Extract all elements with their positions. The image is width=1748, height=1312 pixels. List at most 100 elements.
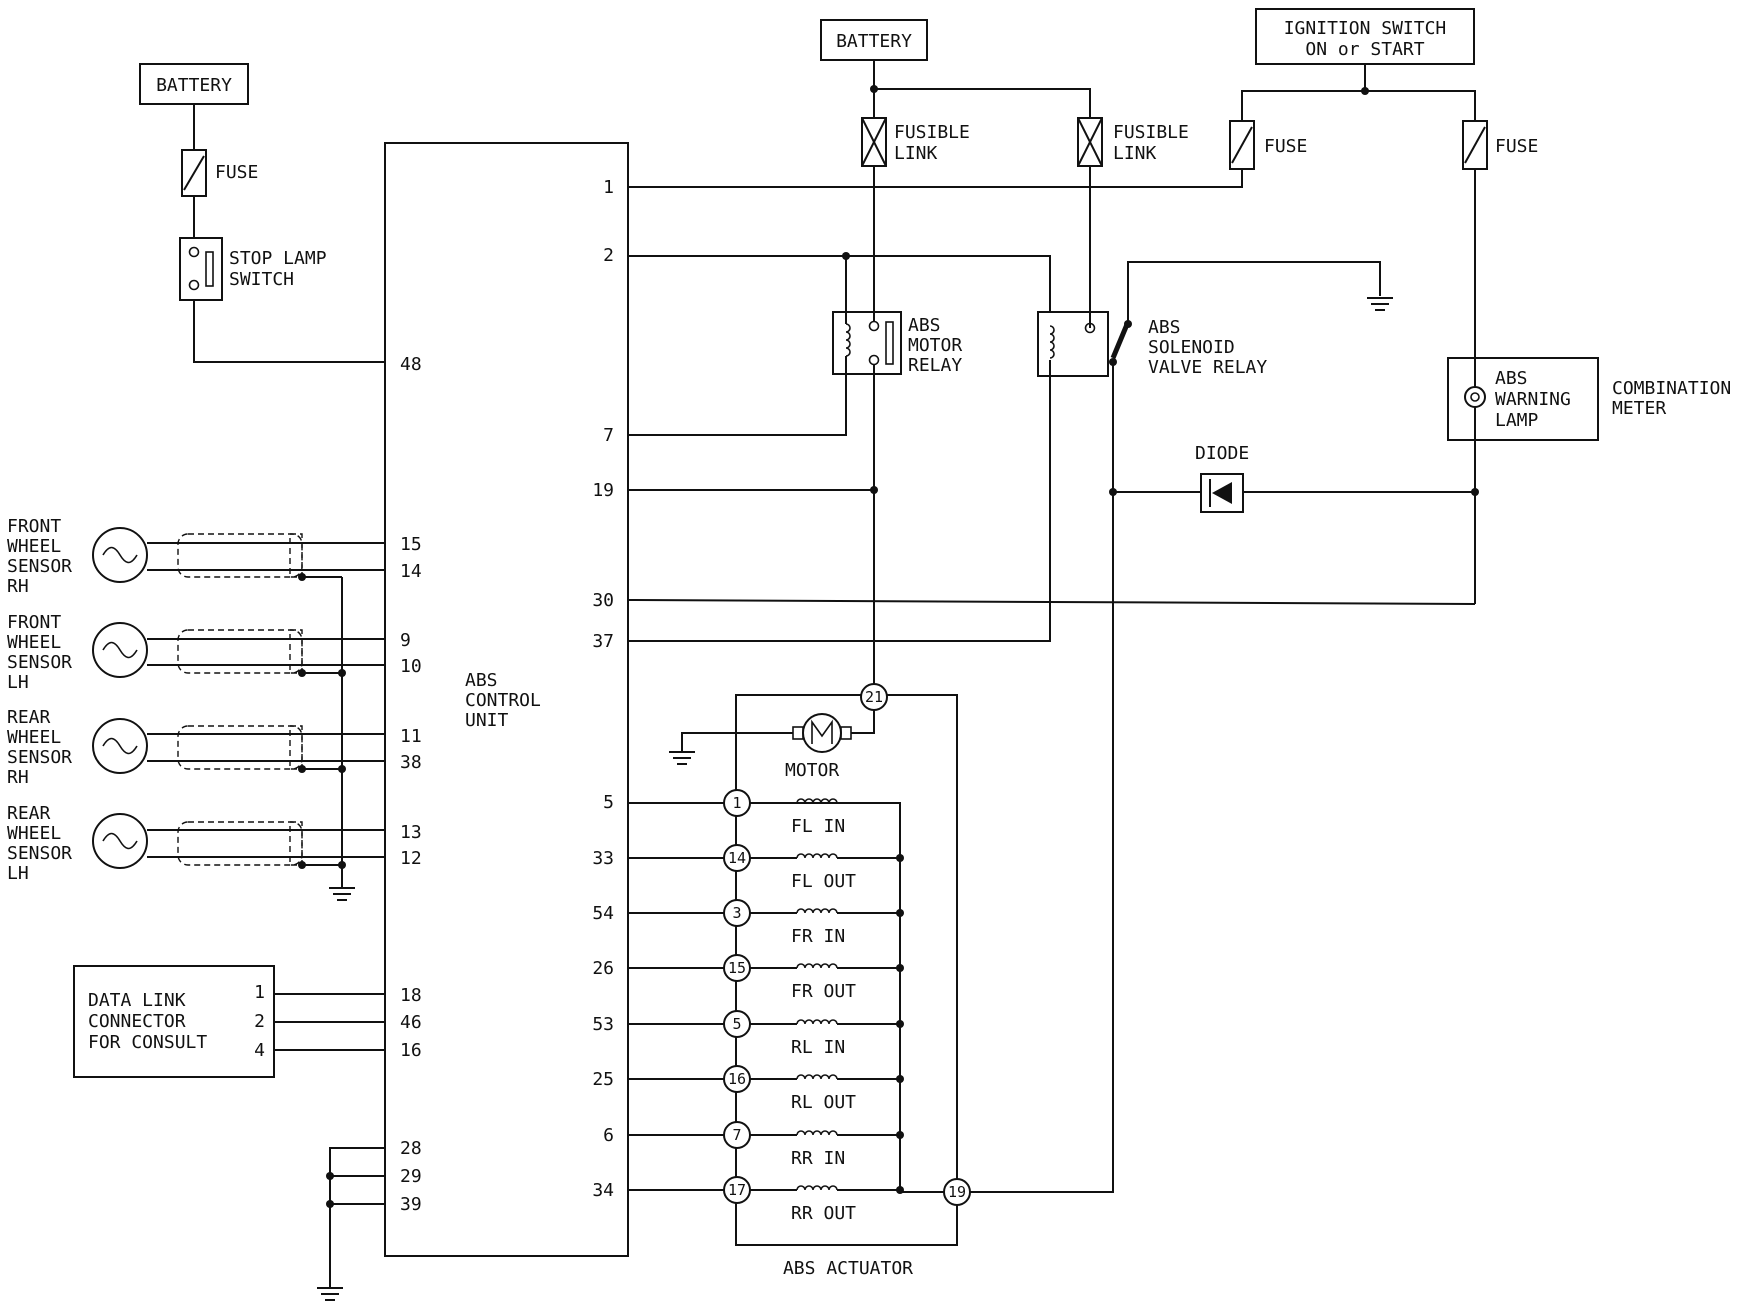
data-link-label-3: FOR CONSULT [88,1032,207,1053]
shield-ground [302,576,355,901]
warning-lamp-label-2: WARNING [1495,389,1571,410]
sensor-rear-lh-label-4: LH [7,863,29,884]
stop-lamp-switch: STOP LAMP SWITCH [179,237,327,301]
solenoid-rr-out-label: RR OUT [791,1203,856,1224]
ignition-label-2: ON or START [1305,39,1424,60]
data-link-pin-4: 4 [254,1040,265,1061]
pin-53: 53 [592,1014,614,1035]
connector-19-label: 19 [948,1183,966,1201]
fusible-link-2-label-1: FUSIBLE [1113,122,1189,143]
connector-19: 19 [943,1178,971,1206]
combination-meter-label-2: METER [1612,398,1666,419]
sensor-rear-lh: REAR WHEEL SENSOR LH [7,803,385,884]
connector-16-label: 16 [728,1070,746,1088]
solenoid-fl-out: 14 FL OUT [628,844,904,892]
sensor-rear-rh: REAR WHEEL SENSOR RH [7,707,385,788]
pin-33: 33 [592,848,614,869]
fusible-link-1: FUSIBLE LINK [861,117,970,167]
data-link-connector: DATA LINK CONNECTOR FOR CONSULT 1 2 4 [73,965,275,1078]
solenoid-fl-in-label: FL IN [791,816,845,837]
pin-48: 48 [400,354,422,375]
combination-meter-label-1: COMBINATION [1612,378,1731,399]
stop-lamp-label-2: SWITCH [229,269,294,290]
data-link-label-2: CONNECTOR [88,1011,186,1032]
connector-15-label: 15 [728,959,746,977]
connector-3-label: 3 [732,904,741,922]
sensor-rear-lh-label-1: REAR [7,803,51,824]
diode-label: DIODE [1195,443,1249,464]
pin-30: 30 [592,590,614,611]
sensor-front-lh-label-4: LH [7,672,29,693]
pin-25: 25 [592,1069,614,1090]
abs-control-unit: ABS CONTROL UNIT [384,142,629,1257]
connector-1-label: 1 [732,794,741,812]
fuse-left: FUSE [181,149,258,197]
fusible-link-2-label-2: LINK [1113,143,1157,164]
warning-lamp-label-1: ABS [1495,368,1528,389]
fuse-ignition-2: FUSE [1462,120,1538,170]
ground-motor [669,751,695,765]
pin-6: 6 [603,1125,614,1146]
control-unit-ground [317,1147,385,1301]
pin-26: 26 [592,958,614,979]
sensor-rear-rh-label-2: WHEEL [7,727,61,748]
data-link-pin-2: 2 [254,1011,265,1032]
pin-11: 11 [400,726,422,747]
abs-motor-relay-label-2: MOTOR [908,335,962,356]
pin-19: 19 [592,480,614,501]
pin-14: 14 [400,561,422,582]
solenoid-fl-in: 1 FL IN [628,789,900,837]
pin-15: 15 [400,534,422,555]
solenoid-rl-out-label: RL OUT [791,1092,856,1113]
pin-10: 10 [400,656,422,677]
sensor-front-lh: FRONT WHEEL SENSOR LH [7,612,385,693]
pin-13: 13 [400,822,422,843]
pin-1: 1 [603,177,614,198]
ignition-switch: IGNITION SWITCH ON or START [1255,8,1475,65]
sensor-front-rh: FRONT WHEEL SENSOR RH [7,516,385,597]
connector-7-label: 7 [732,1126,741,1144]
ignition-label-1: IGNITION SWITCH [1284,18,1447,39]
pin-46: 46 [400,1012,422,1033]
warning-lamp-label-3: LAMP [1495,410,1539,431]
fusible-link-2: FUSIBLE LINK [1077,117,1189,167]
abs-control-unit-label-3: UNIT [465,710,509,731]
sensor-rear-rh-label-1: REAR [7,707,51,728]
pin-39: 39 [400,1194,422,1215]
ground-relay [1367,297,1393,311]
sensor-rear-rh-label-4: RH [7,767,29,788]
abs-control-unit-label-1: ABS [465,670,498,691]
sensor-front-lh-label-2: WHEEL [7,632,61,653]
pin-5: 5 [603,792,614,813]
stop-lamp-label-1: STOP LAMP [229,248,327,269]
fuse-left-label: FUSE [215,162,258,183]
pin-16: 16 [400,1040,422,1061]
pin-29: 29 [400,1166,422,1187]
connector-17-label: 17 [728,1181,746,1199]
sensor-rear-lh-label-3: SENSOR [7,843,72,864]
fuse-ignition-1-label: FUSE [1264,136,1307,157]
battery-top: BATTERY [820,19,928,61]
solenoid-fr-out-label: FR OUT [791,981,856,1002]
fuse-ignition-2-label: FUSE [1495,136,1538,157]
diode: DIODE [1195,443,1249,513]
abs-solenoid-relay-label-2: SOLENOID [1148,337,1235,358]
pin-54: 54 [592,903,614,924]
sensor-front-lh-label-3: SENSOR [7,652,72,673]
sensor-rear-rh-label-3: SENSOR [7,747,72,768]
solenoid-fr-in-label: FR IN [791,926,845,947]
motor: MOTOR [785,713,852,781]
pin-2: 2 [603,245,614,266]
sensor-front-rh-label-4: RH [7,576,29,597]
fusible-link-1-label-1: FUSIBLE [894,122,970,143]
control-unit-right-pins: 1 2 7 19 30 37 5 33 54 26 53 25 6 34 [592,177,614,1201]
pin-34: 34 [592,1180,614,1201]
solenoid-rl-in-label: RL IN [791,1037,845,1058]
pin-7: 7 [603,425,614,446]
pin-37: 37 [592,631,614,652]
abs-motor-relay: ABS MOTOR RELAY [832,311,962,376]
combination-meter: ABS WARNING LAMP COMBINATION METER [1447,357,1731,441]
sensor-front-rh-label-2: WHEEL [7,536,61,557]
